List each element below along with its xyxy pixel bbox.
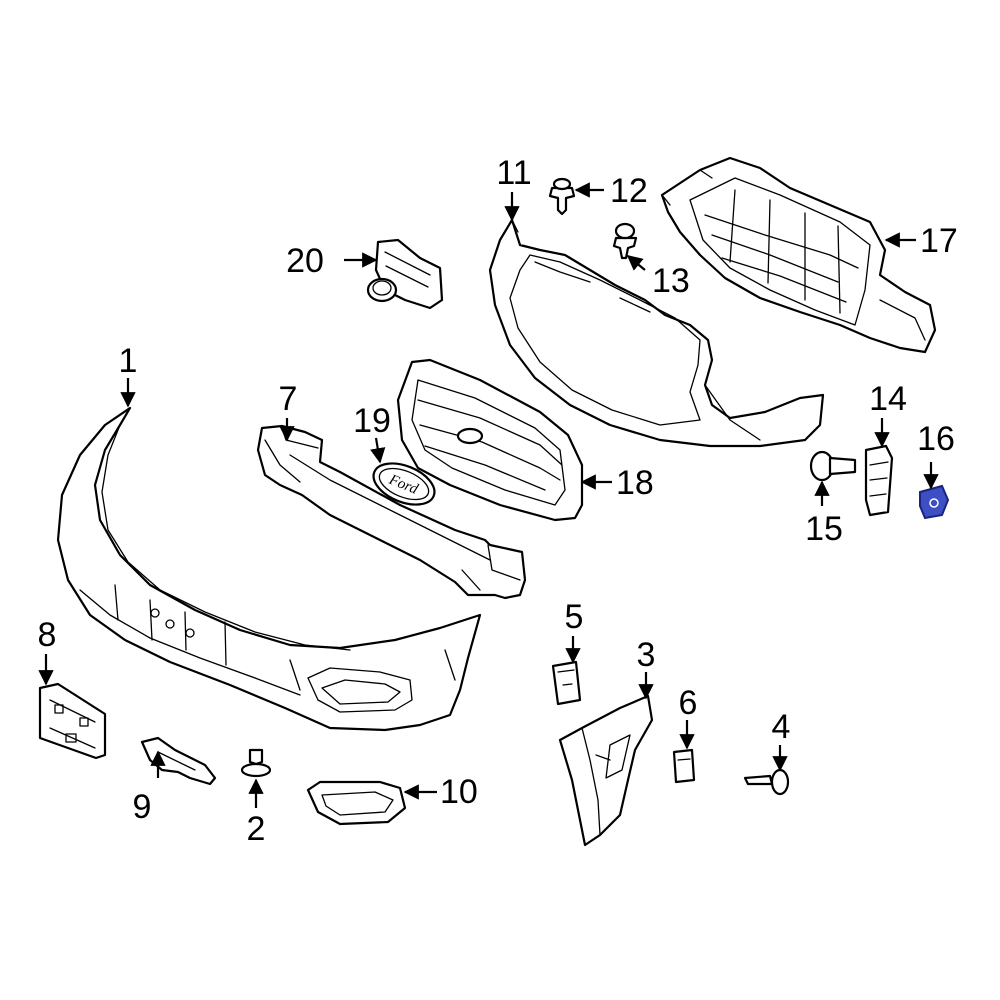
callout-12[interactable]: 12 (610, 172, 648, 210)
arrow-19 (370, 437, 386, 464)
callout-17[interactable]: 17 (920, 222, 958, 260)
part-3-bracket[interactable] (558, 694, 654, 847)
part-8-license-bracket[interactable] (38, 682, 107, 760)
part-15-push-retainer[interactable] (809, 450, 857, 482)
callout-9[interactable]: 9 (133, 788, 152, 826)
part-16-clip-highlighted[interactable] (919, 484, 950, 520)
callout-7[interactable]: 7 (279, 380, 298, 418)
part-2-push-pin[interactable] (240, 748, 272, 778)
callout-arrows (38, 182, 939, 808)
callout-18[interactable]: 18 (616, 464, 654, 502)
callout-numbers: 1 2 3 4 5 6 7 8 9 10 11 12 13 14 15 16 1… (38, 154, 958, 848)
part-13-clip[interactable] (612, 222, 638, 260)
callout-19[interactable]: 19 (353, 402, 391, 440)
part-5-nut-clip[interactable] (551, 660, 582, 706)
callout-8[interactable]: 8 (38, 616, 57, 654)
callout-6[interactable]: 6 (679, 684, 698, 722)
part-18-grille[interactable] (396, 358, 584, 522)
callout-15[interactable]: 15 (805, 510, 843, 548)
callout-2[interactable]: 2 (247, 810, 266, 848)
callout-3[interactable]: 3 (637, 636, 656, 674)
part-7-reinforcement-bar[interactable] (256, 424, 527, 600)
part-12-clip[interactable] (548, 177, 576, 216)
callout-16[interactable]: 16 (917, 420, 955, 458)
part-20-sensor[interactable] (366, 238, 444, 310)
callout-4[interactable]: 4 (772, 708, 791, 746)
callout-14[interactable]: 14 (869, 380, 907, 418)
callout-13[interactable]: 13 (652, 262, 690, 300)
part-4-rivet[interactable] (743, 768, 790, 796)
part-14-bracket[interactable] (864, 444, 894, 517)
callout-11[interactable]: 11 (496, 154, 531, 192)
callout-10[interactable]: 10 (440, 773, 478, 811)
arrow-13 (626, 255, 646, 271)
part-9-bracket[interactable] (140, 736, 217, 786)
part-1-bumper-cover[interactable] (56, 406, 482, 732)
callout-20[interactable]: 20 (286, 242, 324, 280)
part-11-grille-surround[interactable] (488, 218, 825, 448)
part-10-fog-bezel[interactable] (306, 780, 407, 826)
part-19-emblem[interactable]: Ford (368, 455, 441, 512)
callout-5[interactable]: 5 (565, 598, 584, 636)
callout-1[interactable]: 1 (119, 342, 138, 380)
part-17-grille-reinforcement[interactable] (660, 156, 937, 354)
part-6-clip[interactable] (672, 748, 696, 784)
